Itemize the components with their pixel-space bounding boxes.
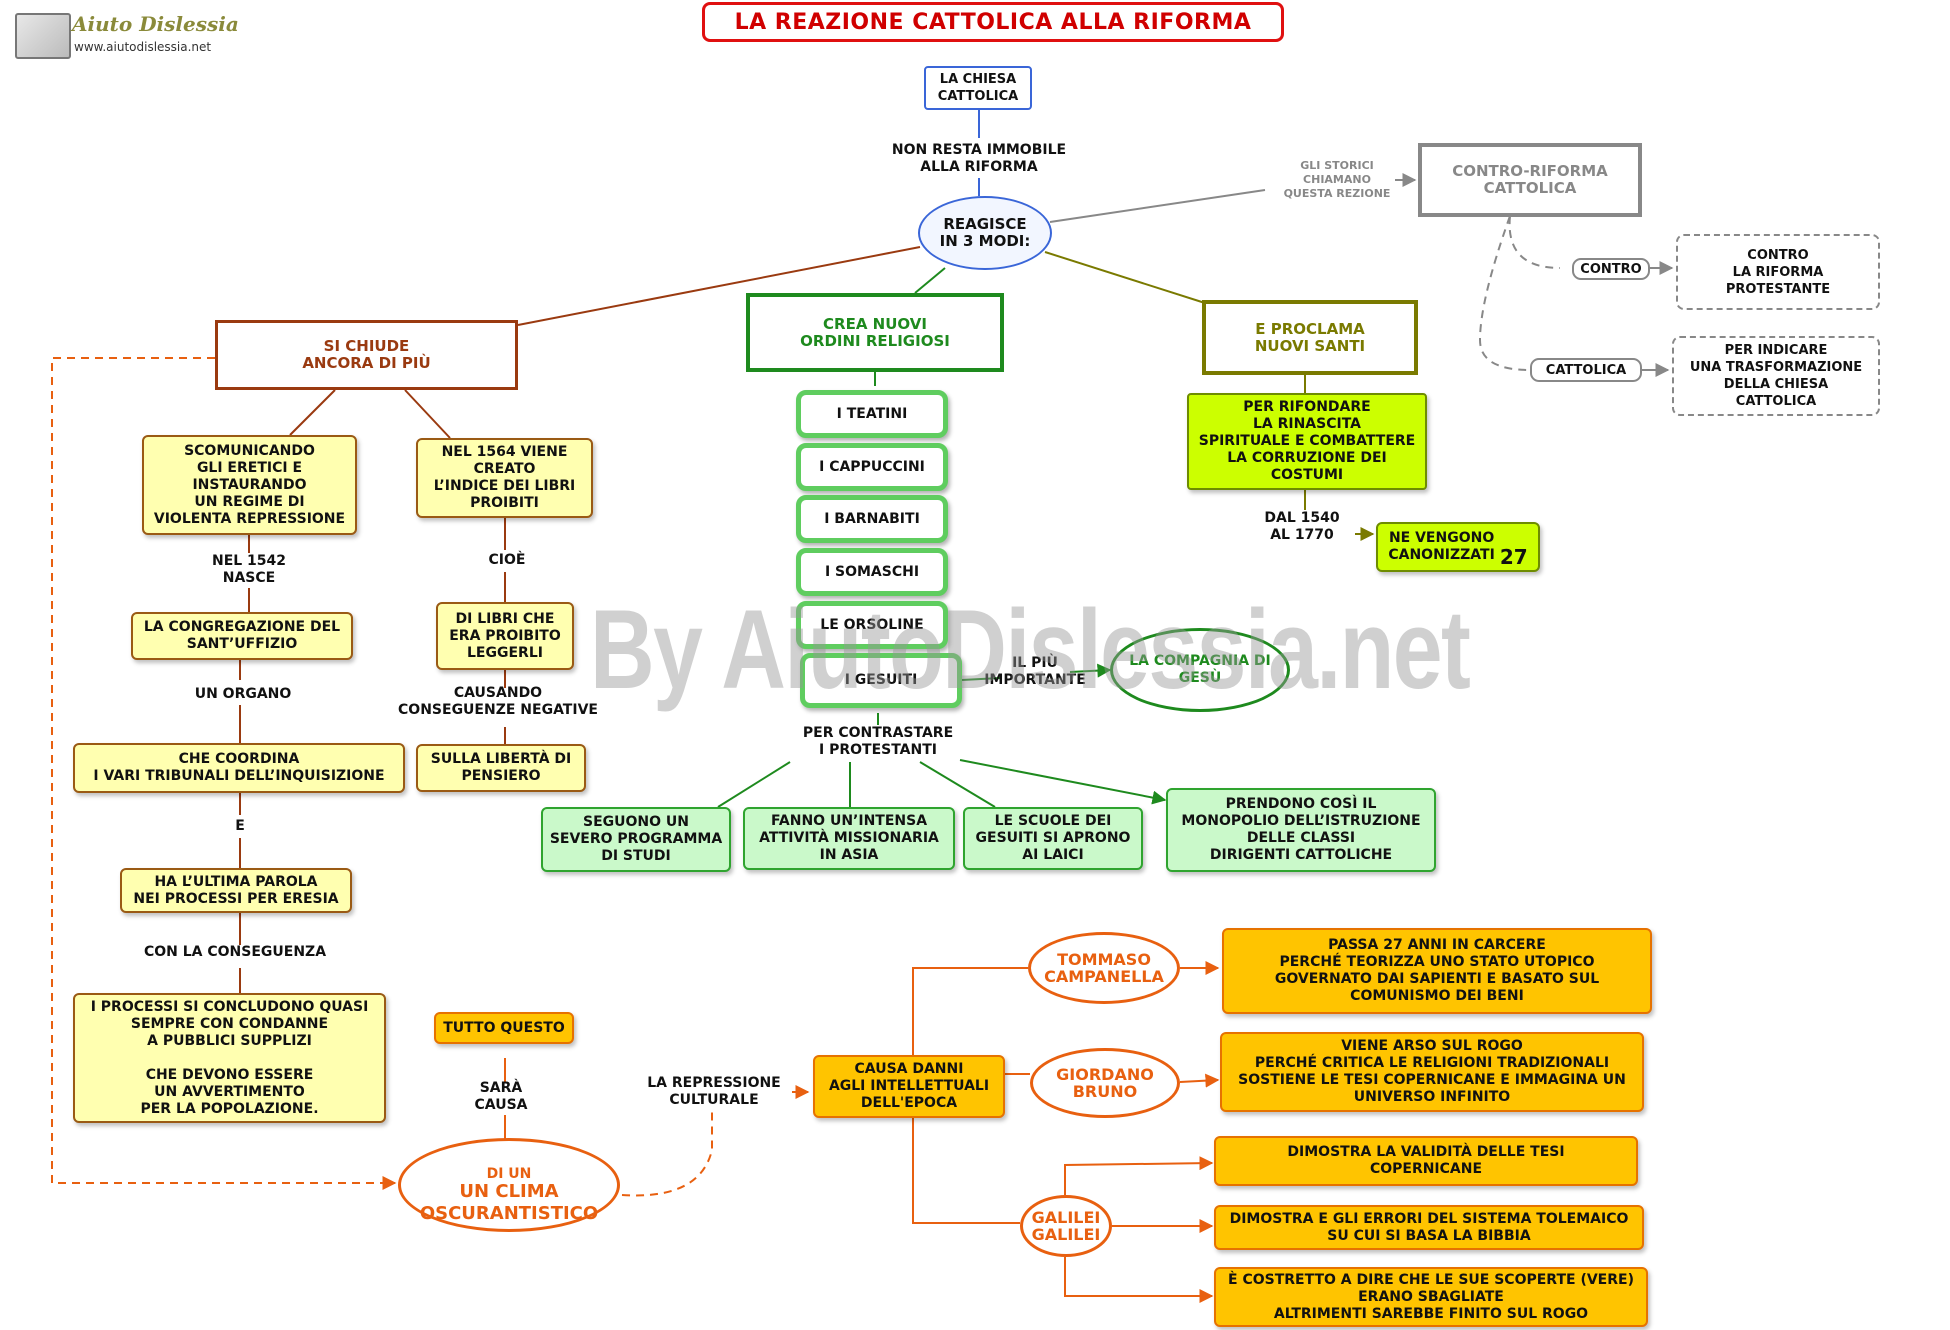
un-organo-label: UN ORGANO bbox=[194, 686, 292, 702]
liberta-node: SULLA LIBERTÀ DI PENSIERO bbox=[416, 744, 586, 792]
congregazione-node: LA CONGREGAZIONE DEL SANT’UFFIZIO bbox=[131, 612, 353, 660]
compagnia-gesu-node: LA COMPAGNIA DI GESÙ bbox=[1110, 628, 1290, 712]
controriforma-node: CONTRO-RIFORMA CATTOLICA bbox=[1418, 143, 1642, 217]
book-icon bbox=[15, 13, 71, 59]
contrastare-label: PER CONTRASTARE I PROTESTANTI bbox=[802, 725, 954, 758]
crea-ordini-node: CREA NUOVI ORDINI RELIGIOSI bbox=[746, 293, 1004, 372]
logo-url: www.aiutodislessia.net bbox=[74, 40, 212, 54]
chiesa-cattolica-node: LA CHIESA CATTOLICA bbox=[924, 66, 1032, 110]
libri-node: DI LIBRI CHE ERA PROIBITO LEGGERLI bbox=[436, 602, 574, 670]
cioe-label: CIOÈ bbox=[488, 552, 526, 568]
rifondare-node: PER RIFONDARE LA RINASCITA SPIRITUALE E … bbox=[1187, 393, 1427, 490]
contro-pill: CONTRO bbox=[1572, 258, 1650, 280]
clima-line2: OSCURANTISTICO bbox=[419, 1202, 599, 1224]
order-cappuccini: I CAPPUCCINI bbox=[796, 443, 948, 491]
coordina-node: CHE COORDINA I VARI TRIBUNALI DELL’INQUI… bbox=[73, 743, 405, 793]
si-chiude-node: SI CHIUDE ANCORA DI PIÙ bbox=[215, 320, 518, 390]
ultima-parola-node: HA L’ULTIMA PAROLA NEI PROCESSI PER ERES… bbox=[120, 868, 352, 913]
repressione-label: LA REPRESSIONE CULTURALE bbox=[647, 1075, 781, 1108]
reagisce-node: REAGISCE IN 3 MODI: bbox=[918, 196, 1052, 270]
cattolica-pill: CATTOLICA bbox=[1530, 358, 1642, 382]
canonizzati-text: NE VENGONO CANONIZZATI bbox=[1388, 530, 1495, 563]
con-conseguenza-label: CON LA CONSEGUENZA bbox=[143, 944, 327, 960]
storici-label: GLI STORICI CHIAMANO QUESTA REZIONE bbox=[1283, 159, 1391, 200]
logo-name: Aiuto Dislessia bbox=[72, 12, 239, 36]
non-resta-label: NON RESTA IMMOBILE ALLA RIFORMA bbox=[891, 142, 1067, 175]
processi-node: I PROCESSI SI CONCLUDONO QUASI SEMPRE CO… bbox=[73, 993, 386, 1123]
galilei-desc-3: È COSTRETTO A DIRE CHE LE SUE SCOPERTE (… bbox=[1214, 1267, 1648, 1327]
campanella-node: TOMMASO CAMPANELLA bbox=[1028, 932, 1180, 1004]
order-somaschi: I SOMASCHI bbox=[796, 548, 948, 596]
order-orsoline: LE ORSOLINE bbox=[796, 601, 948, 649]
cattolica-desc-node: PER INDICARE UNA TRASFORMAZIONE DELLA CH… bbox=[1672, 336, 1880, 416]
order-teatini: I TEATINI bbox=[796, 390, 948, 438]
clima-main: UN CLIMA bbox=[459, 1180, 559, 1202]
page-title: LA REAZIONE CATTOLICA ALLA RIFORMA bbox=[702, 2, 1284, 42]
seguono-node: SEGUONO UN SEVERO PROGRAMMA DI STUDI bbox=[541, 807, 731, 872]
e-label: E bbox=[235, 818, 245, 834]
causando-label: CAUSANDO CONSEGUENZE NEGATIVE bbox=[398, 685, 598, 718]
canonizzati-node: NE VENGONO CANONIZZATI 27 bbox=[1376, 522, 1540, 572]
canonizzati-number: 27 bbox=[1499, 545, 1528, 569]
nel1564-node: NEL 1564 VIENE CREATO L’INDICE DEI LIBRI… bbox=[416, 438, 593, 518]
watermark: By AiutoDislessia.net bbox=[590, 587, 1471, 712]
proclama-santi-node: E PROCLAMA NUOVI SANTI bbox=[1202, 300, 1418, 375]
fanno-node: FANNO UN’INTENSA ATTIVITÀ MISSIONARIA IN… bbox=[743, 807, 955, 870]
galilei-desc-1: DIMOSTRA LA VALIDITÀ DELLE TESI COPERNIC… bbox=[1214, 1136, 1638, 1186]
bruno-desc-node: VIENE ARSO SUL ROGO PERCHÉ CRITICA LE RE… bbox=[1220, 1032, 1644, 1112]
clima-pre: DI UN bbox=[486, 1165, 532, 1182]
prendono-node: PRENDONO COSÌ IL MONOPOLIO DELL’ISTRUZIO… bbox=[1166, 788, 1436, 872]
order-gesuiti: I GESUITI bbox=[800, 653, 962, 708]
logo: Aiuto Dislessia www.aiutodislessia.net bbox=[12, 10, 239, 60]
campanella-desc-node: PASSA 27 ANNI IN CARCERE PERCHÉ TEORIZZA… bbox=[1222, 928, 1652, 1014]
scomunicando-node: SCOMUNICANDO GLI ERETICI E INSTAURANDO U… bbox=[142, 435, 357, 535]
bruno-node: GIORDANO BRUNO bbox=[1030, 1048, 1180, 1118]
danni-node: CAUSA DANNI AGLI INTELLETTUALI DELL'EPOC… bbox=[813, 1055, 1005, 1118]
tutto-questo-node: TUTTO QUESTO bbox=[434, 1012, 574, 1044]
scuole-node: LE SCUOLE DEI GESUITI SI APRONO AI LAICI bbox=[963, 807, 1143, 870]
galilei-node: GALILEI GALILEI bbox=[1020, 1195, 1112, 1257]
dal-1540-label: DAL 1540 AL 1770 bbox=[1264, 510, 1340, 543]
nel1542-label: NEL 1542 NASCE bbox=[211, 553, 287, 586]
clima-node: DI UN UN CLIMA OSCURANTISTICO bbox=[398, 1138, 620, 1232]
sara-causa-label: SARÀ CAUSA bbox=[474, 1080, 528, 1113]
piu-importante-label: IL PIÙ IMPORTANTE bbox=[984, 655, 1086, 688]
galilei-desc-2: DIMOSTRA E GLI ERRORI DEL SISTEMA TOLEMA… bbox=[1214, 1205, 1644, 1250]
contro-desc-node: CONTRO LA RIFORMA PROTESTANTE bbox=[1676, 234, 1880, 310]
order-barnabiti: I BARNABITI bbox=[796, 495, 948, 543]
